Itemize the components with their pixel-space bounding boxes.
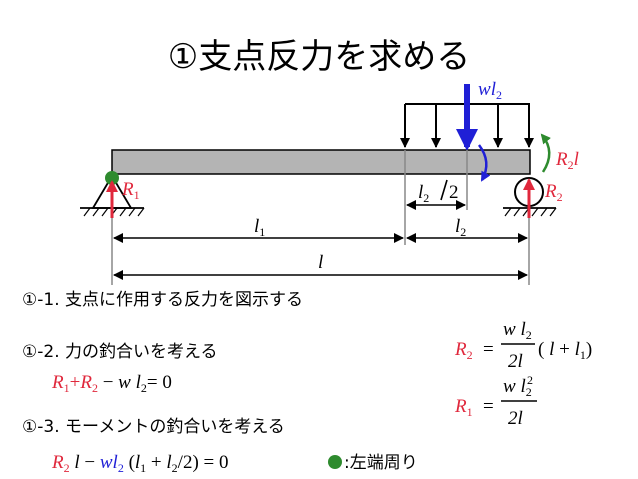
svg-text:R2: R2 [454, 339, 473, 362]
slide-title: ①支点反力を求める [168, 37, 470, 77]
step-2-text: ①-2. 力の釣合いを考える [22, 342, 218, 362]
r1-solution: R1 = w l2 2 2l [454, 373, 537, 429]
reaction-r1-label: R1 [121, 179, 140, 202]
r2-solution: R2 = w l2 2l ( l + l1) [454, 319, 592, 372]
svg-text:w l2: w l2 [503, 376, 532, 399]
reaction-r2-label: R2 [544, 181, 563, 204]
svg-text:2l: 2l [508, 351, 523, 372]
legend-text: :左端周り [344, 453, 418, 473]
dim-l1-label: l1 [254, 216, 265, 239]
beam [111, 149, 531, 175]
step-3-text: ①-3. モーメントの釣合いを考える [22, 417, 285, 437]
svg-text:=: = [483, 396, 494, 417]
svg-text:( l + l1): ( l + l1) [538, 339, 592, 362]
svg-text:=: = [483, 339, 494, 360]
moment-equation: R2 l − wl2 (l1 + l2/2) = 0 [51, 452, 229, 475]
dim-l2-label: l2 [455, 216, 466, 239]
dim-half-l2-label: l2 [418, 182, 429, 205]
svg-text:2l: 2l [508, 408, 523, 429]
resultant-load-label: wl2 [478, 79, 502, 102]
dim-half-l2-slash [440, 179, 448, 201]
step-1-text: ①-1. 支点に作用する反力を図示する [22, 290, 303, 310]
load-moment-arc [477, 144, 491, 182]
force-equation: R1+R2 − w l2= 0 [51, 372, 172, 395]
reaction-moment-arc [540, 133, 551, 173]
svg-text:R1: R1 [454, 396, 473, 419]
reaction-moment-label: R2l [555, 149, 579, 172]
svg-text:w l2: w l2 [503, 319, 532, 342]
legend-marker-icon [328, 455, 342, 469]
svg-text:2: 2 [527, 373, 533, 387]
dim-half-l2-den: 2 [449, 182, 459, 203]
dim-l-label: l [318, 252, 323, 273]
